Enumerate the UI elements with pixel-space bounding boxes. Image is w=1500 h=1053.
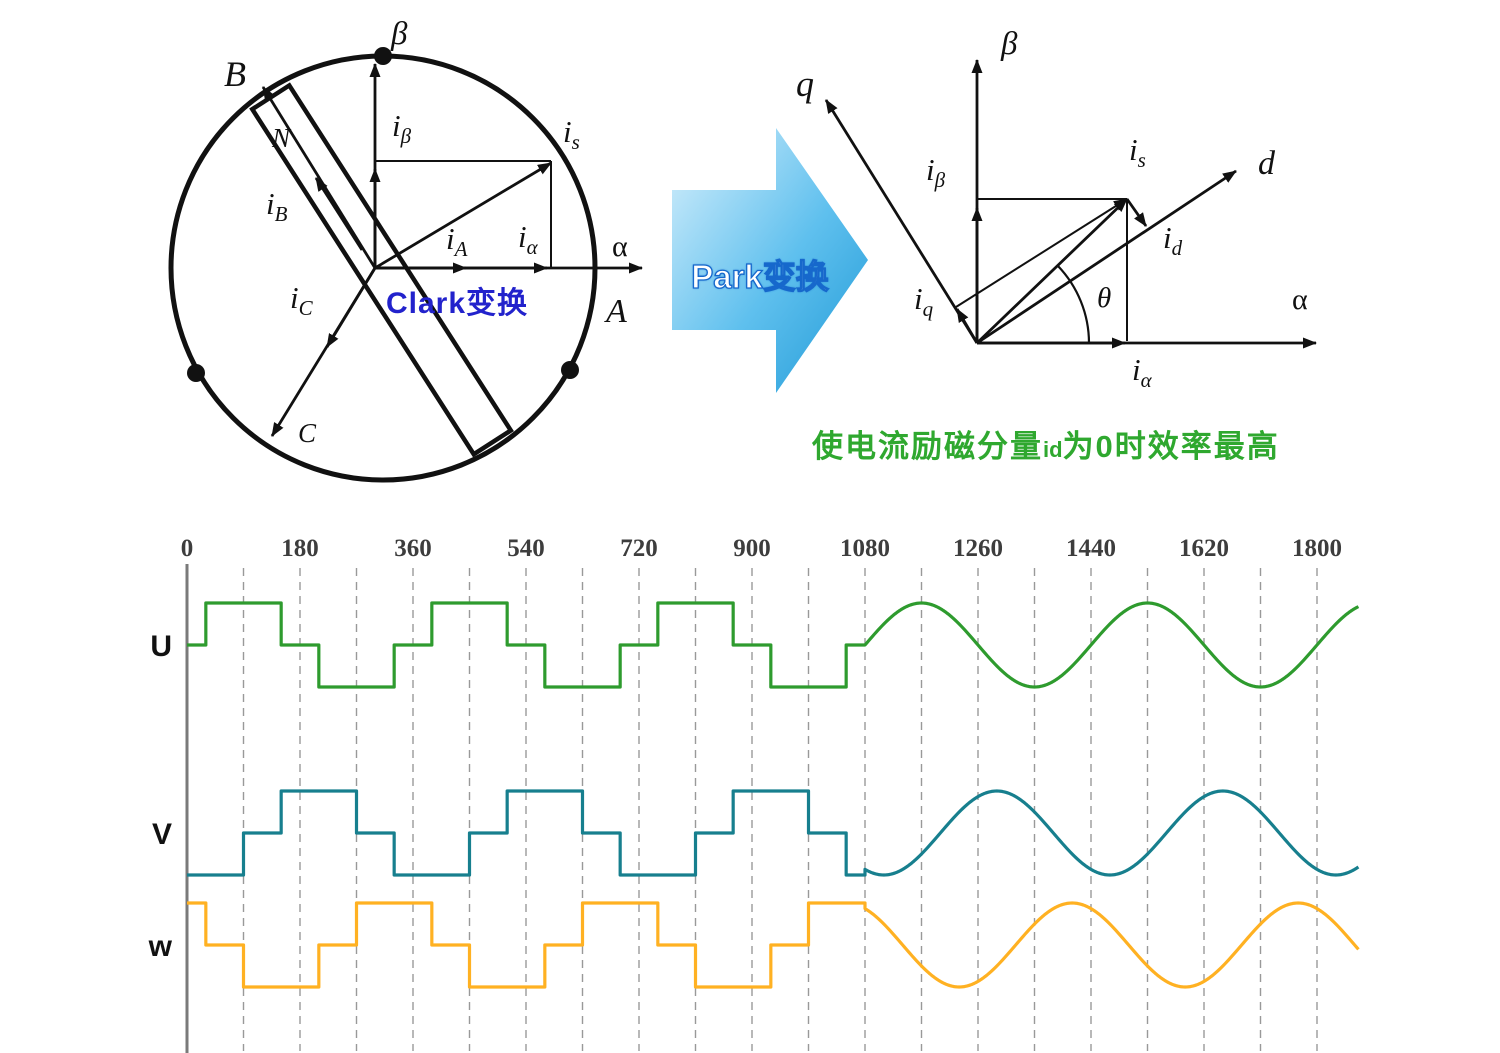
stator-marker-dot-top [374, 47, 392, 65]
i-s-sub: s [572, 130, 580, 154]
dq-i-beta-main: i [926, 152, 935, 187]
dq-alpha-axis-label: α [1292, 283, 1308, 316]
caption-id-subscript: id [1043, 437, 1063, 462]
q-axis-label: q [796, 64, 814, 104]
park-arrow-shape [672, 128, 868, 393]
series-label-w: w [148, 930, 173, 963]
dq-i-s-vector [976, 197, 1128, 345]
i-alpha-sub: α [527, 235, 539, 259]
i-s-vector [374, 161, 552, 270]
x-tick-label: 900 [733, 535, 771, 562]
i-beta-main: i [392, 108, 401, 143]
dq-i-d-vector [1125, 198, 1148, 227]
stator-marker-dot-right [561, 361, 579, 379]
theta-label: θ [1097, 282, 1111, 314]
waveform-U [187, 601, 1360, 689]
q-axis-arrow [824, 99, 979, 344]
efficiency-caption: 使电流励磁分量id为0时效率最高 [812, 421, 1280, 466]
x-tick-label: 1440 [1066, 535, 1116, 562]
x-tick-label: 1620 [1179, 535, 1229, 562]
dq-beta-axis-label: β [1000, 26, 1018, 62]
theta-arc [1057, 265, 1091, 344]
i-beta-label: iβ [392, 108, 412, 148]
x-tick-label: 540 [507, 535, 545, 562]
dq-i-s-main: i [1129, 132, 1138, 167]
dq-i-beta-sub: β [934, 168, 946, 192]
x-tick-label: 180 [281, 535, 319, 562]
beta-axis-label: β [390, 16, 408, 52]
dq-i-alpha-label: iα [1132, 352, 1153, 392]
a-axis-label: A [604, 293, 627, 330]
i-a-sub: A [453, 237, 468, 261]
dq-i-d-label: id [1163, 220, 1183, 260]
i-a-main: i [446, 221, 455, 256]
b-axis-label: B [224, 54, 246, 94]
rotor-bar [249, 82, 514, 458]
i-c-main: i [290, 280, 299, 315]
b-axis-arrow [261, 86, 377, 269]
dq-i-alpha-main: i [1132, 352, 1141, 387]
x-tick-label: 360 [394, 535, 432, 562]
q-to-is-projection-line [955, 198, 1128, 308]
dq-i-q-main: i [914, 281, 923, 316]
x-tick-label: 0 [181, 535, 194, 562]
dq-i-s-label: is [1129, 132, 1146, 172]
i-b-vector [314, 177, 364, 251]
i-alpha-main: i [518, 219, 527, 254]
series-label-V: V [152, 818, 172, 851]
caption-part2: 为0时效率最高 [1062, 429, 1280, 464]
dq-diagram: β α q d θ is iβ id iq iα [796, 26, 1317, 392]
c-axis-label: C [298, 418, 317, 448]
waveform-w [187, 901, 1360, 989]
clark-transform-diagram: β B N α A C iβ is iB iA iα iC [168, 16, 643, 483]
i-b-main: i [266, 186, 275, 221]
i-s-main: i [563, 114, 572, 149]
rotor-pole-label: N [271, 123, 292, 153]
i-b-label: iB [266, 186, 288, 226]
dq-i-beta-label: iβ [926, 152, 946, 192]
dq-i-q-sub: q [923, 297, 934, 321]
clark-transform-label: Clark变换 [386, 287, 529, 320]
x-tick-label: 1800 [1292, 535, 1342, 562]
d-axis-arrow [976, 169, 1237, 345]
park-transform-label: Park变换 [691, 257, 830, 295]
i-alpha-label: iα [518, 219, 539, 259]
x-tick-label: 1260 [953, 535, 1003, 562]
i-c-label: iC [290, 280, 314, 320]
park-arrow [672, 128, 868, 393]
x-tick-label: 1080 [840, 535, 890, 562]
d-axis-label: d [1258, 145, 1276, 182]
dq-i-d-sub: d [1172, 236, 1183, 260]
waveform-V [187, 789, 1360, 877]
dq-i-s-sub: s [1138, 148, 1146, 172]
i-b-sub: B [275, 202, 288, 226]
i-s-label: is [563, 114, 580, 154]
dq-i-d-main: i [1163, 220, 1172, 255]
dq-i-alpha-sub: α [1141, 368, 1153, 392]
alpha-axis-label: α [612, 230, 628, 263]
i-c-vector [325, 267, 377, 348]
i-beta-sub: β [400, 124, 412, 148]
dq-i-q-label: iq [914, 281, 934, 321]
i-a-label: iA [446, 221, 468, 261]
caption-part1: 使电流励磁分量 [812, 429, 1043, 464]
x-tick-label: 720 [620, 535, 658, 562]
series-label-U: U [150, 630, 172, 663]
dq-i-q-vector [955, 308, 979, 344]
stator-marker-dot-left [187, 364, 205, 382]
i-c-sub: C [299, 296, 314, 320]
